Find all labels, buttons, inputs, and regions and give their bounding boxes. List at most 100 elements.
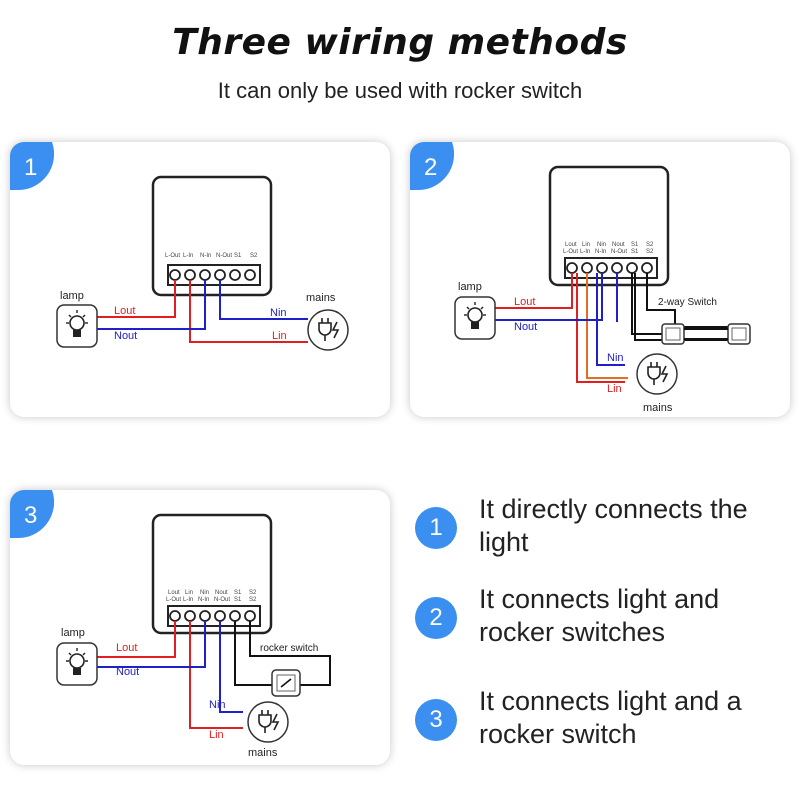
terminal-label: Nout xyxy=(612,242,625,248)
terminal-label: N-Out xyxy=(214,597,230,603)
description-2: 2 It connects light and rocker switches xyxy=(415,583,795,653)
terminal-label: N-In xyxy=(198,597,209,603)
terminal-label: N-In xyxy=(595,249,606,255)
description-text: It connects light and a rocker switch xyxy=(479,686,742,749)
label-lout: Lout xyxy=(514,296,535,308)
terminal-label: Nin xyxy=(200,590,209,596)
badge-2-shape xyxy=(410,142,455,191)
terminal-label: Nin xyxy=(597,242,606,248)
terminal-label: S2 xyxy=(250,253,258,259)
terminal-label: Nout xyxy=(215,590,228,596)
terminal-label: S1 xyxy=(631,242,639,248)
mains-label: mains xyxy=(306,292,336,304)
smart-switch-module xyxy=(151,513,273,635)
smart-switch-module xyxy=(548,165,670,287)
mains-label: mains xyxy=(248,747,278,759)
wire-lin xyxy=(576,273,625,383)
description-text: It directly connects the light xyxy=(479,494,748,557)
label-nin: Nin xyxy=(270,307,287,319)
terminal-label: N-Out xyxy=(611,249,627,255)
terminal-label: L-Out xyxy=(165,253,180,259)
badge-1-number: 1 xyxy=(24,154,37,181)
label-nout: Nout xyxy=(114,330,137,342)
switch-label: rocker switch xyxy=(260,643,318,654)
lamp-icon xyxy=(454,296,496,340)
wire-nin xyxy=(219,280,308,320)
wire-nout xyxy=(97,621,206,668)
label-nout: Nout xyxy=(514,321,537,333)
terminal-label: S1 xyxy=(234,590,242,596)
badge-1-shape xyxy=(10,142,55,191)
description-1: 1 It directly connects the light xyxy=(415,493,795,563)
wire-s2 xyxy=(249,621,331,686)
description-number: 1 xyxy=(415,507,457,549)
label-nin: Nin xyxy=(209,699,226,711)
terminal-label: S2 xyxy=(646,249,654,255)
terminal-label: S2 xyxy=(646,242,654,248)
wire-lout xyxy=(97,621,176,658)
wire-nin xyxy=(596,273,625,366)
page-title: Three wiring methods xyxy=(172,22,628,63)
mains-label: mains xyxy=(643,402,673,414)
page-subtitle: It can only be used with rocker switch xyxy=(217,78,583,103)
lamp-icon xyxy=(56,642,98,686)
terminal-label: L-In xyxy=(183,253,193,259)
mains-plug-icon xyxy=(247,701,289,743)
rocker-switch-icon xyxy=(271,669,301,697)
terminal-label: L-Out xyxy=(563,249,578,255)
terminal-label: S1 xyxy=(234,253,242,259)
badge-3-shape xyxy=(10,490,55,539)
terminal-label: Lin xyxy=(185,590,193,596)
terminal-label: S1 xyxy=(631,249,639,255)
wire-lout xyxy=(97,280,176,318)
wire-nin xyxy=(219,621,243,713)
terminal-label: Lout xyxy=(168,590,180,596)
wire-s2 xyxy=(646,273,735,328)
badge-2-number: 2 xyxy=(424,154,437,181)
terminal-label: L-In xyxy=(183,597,193,603)
lamp-label: lamp xyxy=(458,281,482,293)
terminal-labels: Lout Lin Nin Nout S1 S2 L-Out L-In N-In … xyxy=(166,590,257,603)
label-lin: Lin xyxy=(209,729,224,741)
wiring-diagram-1: 1 L-Out L-In N-In N-Out S1 S2 Lout Nout … xyxy=(10,142,390,417)
terminal-label: L-Out xyxy=(166,597,181,603)
label-nin: Nin xyxy=(607,352,624,364)
label-nout: Nout xyxy=(116,666,139,678)
mains-plug-icon xyxy=(636,353,678,395)
description-3: 3 It connects light and a rocker switch xyxy=(415,685,795,755)
badge-3-number: 3 xyxy=(24,502,37,529)
terminal-label: N-In xyxy=(200,253,211,259)
description-number: 3 xyxy=(415,699,457,741)
wire-lout xyxy=(495,273,573,309)
lamp-label: lamp xyxy=(60,290,84,302)
wiring-diagram-2: 2 Lout Lin Nin Nout S1 S2 L-Out L-In N-I… xyxy=(410,142,790,417)
wire-s1 xyxy=(234,621,272,686)
wire-lin xyxy=(189,621,243,729)
terminal-label: S2 xyxy=(249,590,257,596)
wire-s1 xyxy=(631,273,662,335)
label-lout: Lout xyxy=(116,642,137,654)
terminal-labels: L-Out L-In N-In N-Out S1 S2 xyxy=(165,253,258,259)
terminal-label: N-Out xyxy=(216,253,232,259)
lamp-label: lamp xyxy=(61,627,85,639)
two-way-switch-icon xyxy=(661,323,751,345)
label-lout: Lout xyxy=(114,305,135,317)
label-lin: Lin xyxy=(272,330,287,342)
terminal-label: Lin xyxy=(582,242,590,248)
wire-lin-orange xyxy=(586,273,628,379)
terminal-screws xyxy=(566,262,653,274)
terminal-labels: Lout Lin Nin Nout S1 S2 L-Out L-In N-In … xyxy=(563,242,654,255)
lamp-icon xyxy=(56,304,98,348)
terminal-label: S1 xyxy=(234,597,242,603)
mains-plug-icon xyxy=(307,309,349,351)
terminal-label: Lout xyxy=(565,242,577,248)
description-number: 2 xyxy=(415,597,457,639)
terminal-label: S2 xyxy=(249,597,257,603)
wire-lin xyxy=(189,280,308,343)
label-lin: Lin xyxy=(607,383,622,395)
terminal-label: L-In xyxy=(580,249,590,255)
wire-nout xyxy=(495,273,603,321)
switch-label: 2-way Switch xyxy=(658,297,717,308)
wire-nout xyxy=(97,280,206,330)
description-text: It connects light and rocker switches xyxy=(479,584,720,647)
